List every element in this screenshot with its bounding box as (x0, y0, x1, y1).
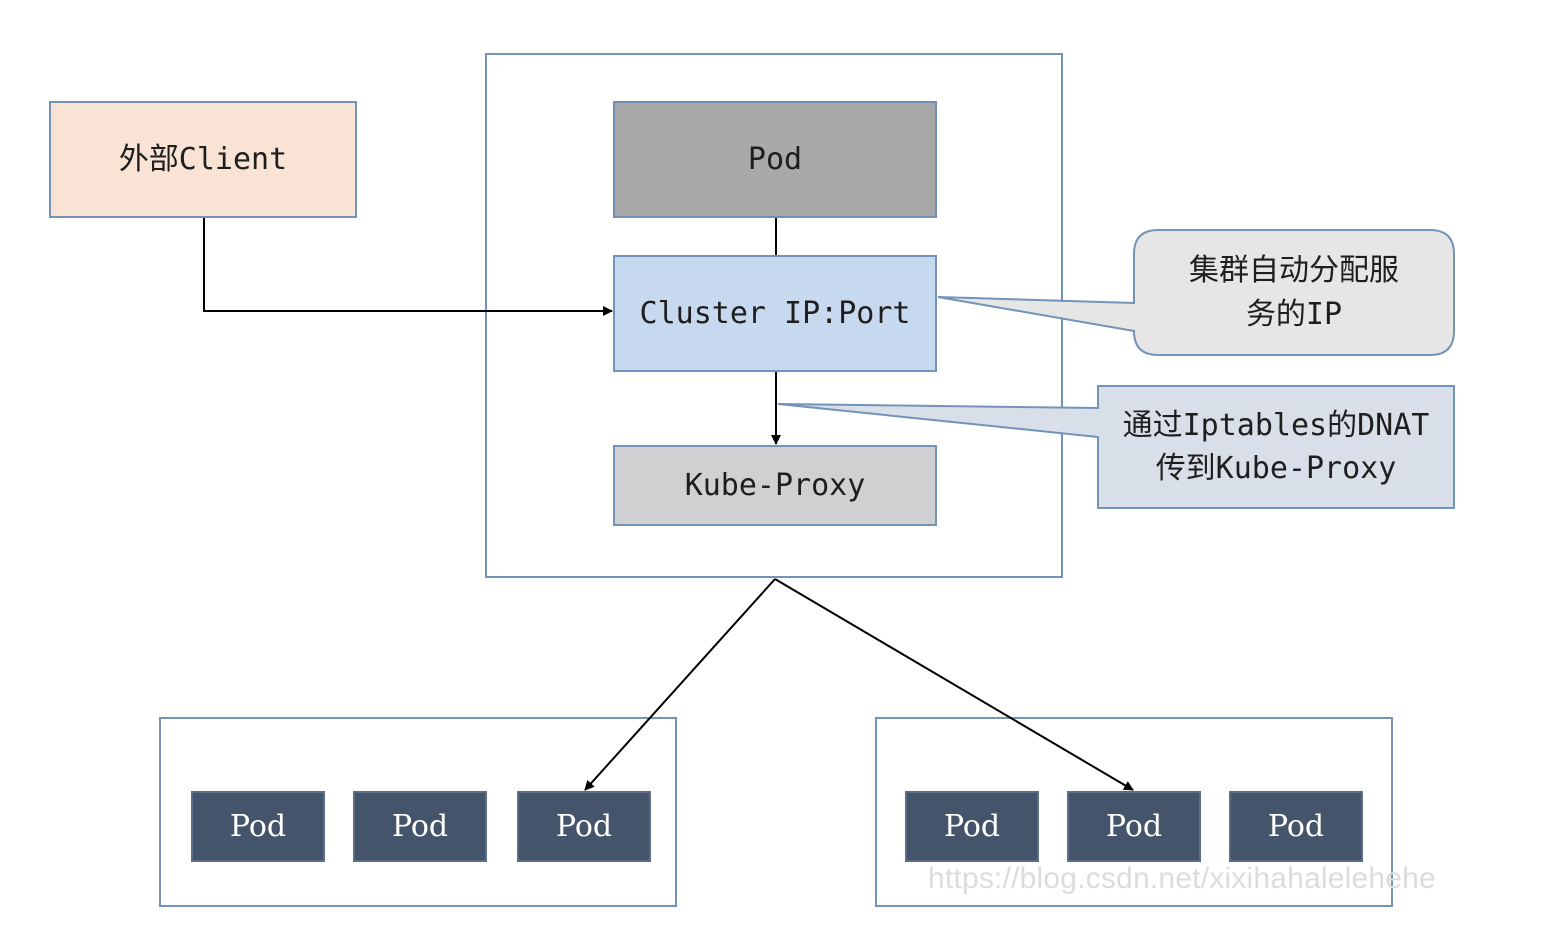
pod-label: Pod (1267, 808, 1325, 844)
external-client-box: 外部Client (49, 101, 357, 218)
pod-box: Pod (191, 791, 325, 862)
pod-label: Pod (943, 808, 1001, 844)
frame-to-right-pod-arrow (774, 578, 1134, 791)
pod-box: Pod (517, 791, 651, 862)
pod-group-frame-left (159, 717, 677, 907)
pod-box: Pod (905, 791, 1039, 862)
pod-label: Pod (555, 808, 613, 844)
pod-box: Pod (353, 791, 487, 862)
kube-proxy-label: Kube-Proxy (684, 467, 866, 503)
external-client-label: 外部Client (118, 141, 288, 177)
service-pod-label: Pod (747, 141, 803, 177)
client-to-clusterip-arrow (203, 218, 613, 316)
pod-label: Pod (391, 808, 449, 844)
pod-label: Pod (229, 808, 287, 844)
pod-label: Pod (1105, 808, 1163, 844)
callout-cluster-ip-text: 集群自动分配服 务的IP (1189, 253, 1399, 332)
watermark-text: https://blog.csdn.net/xixihahalelehehe (928, 862, 1436, 895)
cluster-ip-label: Cluster IP:Port (639, 295, 911, 331)
callout-cluster-ip-shape (937, 229, 1455, 356)
frame-to-left-pod-arrow (584, 578, 776, 791)
cluster-ip-box: Cluster IP:Port (613, 255, 937, 372)
kube-proxy-box: Kube-Proxy (613, 445, 937, 526)
callout-dnat-text: 通过Iptables的DNAT 传到Kube-Proxy (1122, 407, 1430, 487)
service-pod-box: Pod (613, 101, 937, 218)
callout-dnat-shape (777, 385, 1455, 509)
pod-group-frame-right (875, 717, 1393, 907)
pod-box: Pod (1229, 791, 1363, 862)
pod-box: Pod (1067, 791, 1201, 862)
